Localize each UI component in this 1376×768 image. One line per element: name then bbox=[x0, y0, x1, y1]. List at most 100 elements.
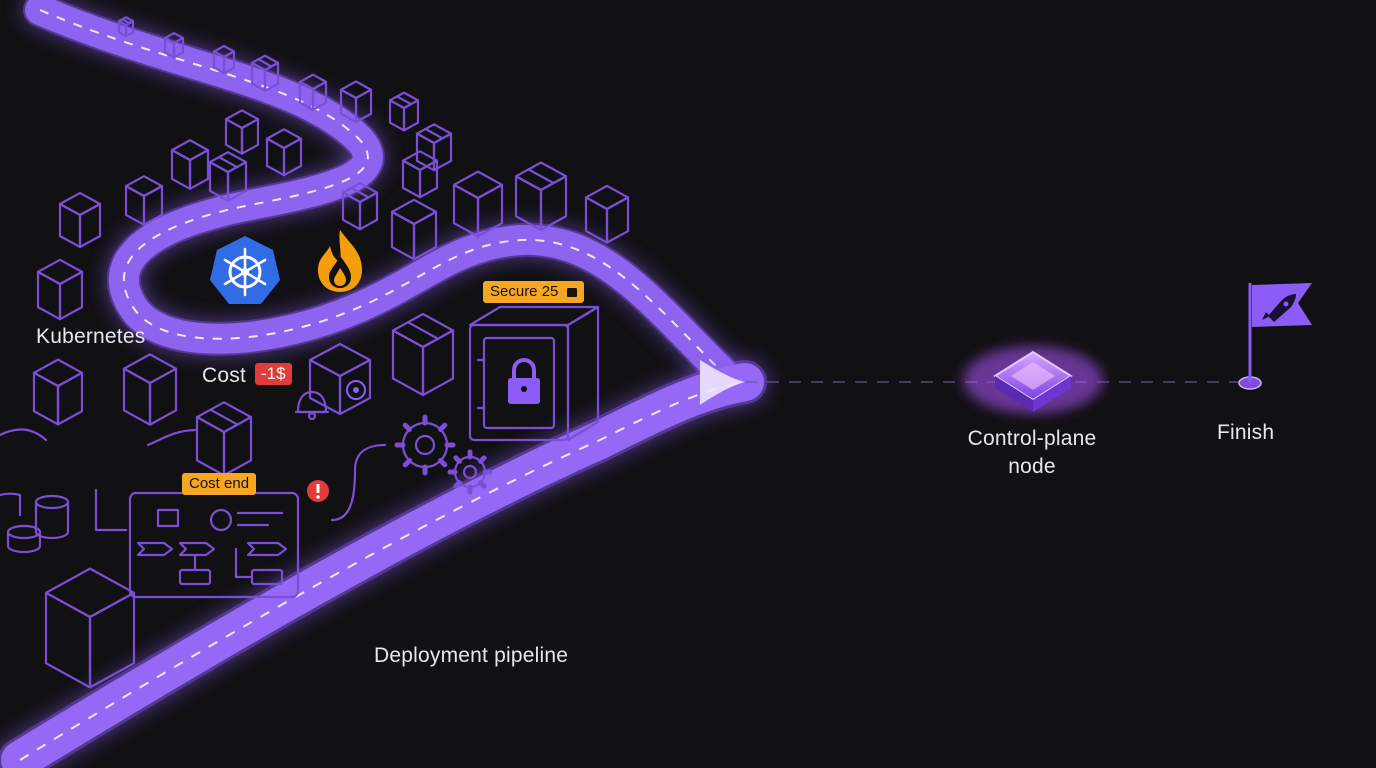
finish-flag-rocket-icon bbox=[1238, 283, 1312, 390]
cube-outline bbox=[36, 258, 84, 286]
cube-outline bbox=[418, 159, 439, 199]
cube-outline bbox=[172, 36, 185, 59]
cube-outline bbox=[412, 210, 438, 261]
cube-outline bbox=[224, 118, 244, 155]
gear-tooth bbox=[453, 480, 462, 489]
control-plane-label-line2: node bbox=[1008, 455, 1056, 478]
cube-outline bbox=[282, 137, 303, 177]
cube-tape bbox=[350, 186, 370, 199]
cost-delta-badge: -1$ bbox=[255, 363, 292, 385]
cube-outline bbox=[584, 196, 609, 244]
cube-outline bbox=[539, 175, 568, 232]
cube-outline bbox=[339, 80, 373, 100]
cube-outline bbox=[265, 128, 303, 150]
cube-outline bbox=[226, 161, 248, 202]
cube-outline bbox=[390, 198, 438, 226]
cube-outline bbox=[170, 149, 192, 190]
lock-icon bbox=[566, 288, 577, 297]
connectors bbox=[0, 428, 387, 532]
cube-outline bbox=[354, 88, 373, 124]
control-plane-label-line1: Control-plane bbox=[967, 427, 1097, 450]
cube-outline bbox=[44, 567, 136, 619]
cube-outline bbox=[32, 358, 84, 388]
cube-outline bbox=[58, 270, 84, 321]
cube-outline bbox=[122, 353, 178, 385]
database-icon bbox=[0, 492, 70, 554]
cube-outline bbox=[124, 20, 135, 38]
cube-outline bbox=[401, 159, 422, 199]
gear-tooth bbox=[402, 458, 412, 468]
cube-outline bbox=[401, 150, 439, 172]
cube-outline bbox=[195, 416, 226, 477]
cube-outline bbox=[358, 191, 379, 231]
cube-outline bbox=[514, 175, 543, 232]
cube-outline bbox=[476, 183, 504, 238]
gear-tooth bbox=[438, 422, 448, 432]
cube-outline bbox=[222, 50, 236, 75]
cube-tape bbox=[406, 321, 440, 340]
cube-outline bbox=[240, 118, 260, 155]
cube-outline bbox=[390, 210, 416, 261]
finish-label: Finish bbox=[1217, 421, 1275, 444]
control-plane-node-icon bbox=[963, 346, 1103, 414]
cost-trend-badge: Cost end bbox=[182, 473, 257, 495]
cube-outline bbox=[58, 191, 102, 217]
gear-tooth bbox=[478, 455, 487, 464]
cube-outline bbox=[311, 80, 328, 111]
outline-cubes bbox=[32, 16, 630, 689]
cube-outline bbox=[88, 591, 136, 689]
cube-outline bbox=[124, 185, 146, 226]
deployment-pipeline-label: Deployment pipeline bbox=[374, 644, 569, 667]
cube-outline bbox=[265, 137, 286, 177]
cube-outline bbox=[391, 329, 425, 397]
cube-outline bbox=[122, 367, 152, 426]
gear-tooth bbox=[478, 480, 487, 489]
cube-tape bbox=[395, 95, 413, 106]
secure-badge-text: Secure 25 bbox=[490, 283, 559, 300]
cube-outline bbox=[432, 132, 453, 172]
cube-outline bbox=[142, 185, 164, 226]
gears-icon bbox=[394, 414, 493, 495]
vault-lock-icon bbox=[468, 305, 600, 442]
gear-tooth bbox=[453, 455, 462, 464]
cube-tape bbox=[121, 18, 131, 25]
cube-outline bbox=[58, 202, 82, 249]
cube-tape bbox=[424, 127, 444, 140]
cube-outline bbox=[32, 371, 60, 426]
cube-outline bbox=[188, 149, 210, 190]
control-plane-label: Control-plane node bbox=[968, 425, 1097, 481]
warning-icon bbox=[307, 480, 329, 502]
cube-outline bbox=[170, 139, 210, 162]
cube-outline bbox=[78, 202, 102, 249]
kubernetes-label: Kubernetes bbox=[36, 325, 146, 348]
cube-outline bbox=[224, 109, 260, 130]
helm-cube-icon bbox=[308, 342, 372, 416]
cost-label: Cost bbox=[202, 364, 246, 387]
cube-outline bbox=[36, 270, 62, 321]
cube-outline bbox=[421, 329, 455, 397]
kubernetes-helm-icon bbox=[210, 236, 280, 304]
cube-outline bbox=[263, 61, 280, 92]
cube-outline bbox=[402, 99, 420, 132]
cube-outline bbox=[452, 170, 504, 200]
cube-outline bbox=[124, 175, 164, 198]
fire-icon bbox=[318, 230, 362, 292]
cube-tape bbox=[527, 168, 555, 185]
lower-road bbox=[0, 360, 767, 768]
cube-outline bbox=[44, 591, 92, 689]
gear-tooth bbox=[438, 458, 448, 468]
secure-badge: Secure 25 bbox=[483, 281, 584, 303]
workflow-panel bbox=[128, 491, 300, 599]
cube-outline bbox=[148, 367, 178, 426]
upper-road bbox=[23, 0, 737, 387]
gear-tooth bbox=[402, 422, 412, 432]
cube-outline bbox=[56, 371, 84, 426]
cube-tape bbox=[209, 408, 239, 426]
cube-tape bbox=[217, 156, 239, 169]
cube-outline bbox=[388, 99, 406, 132]
cube-tape bbox=[257, 58, 273, 68]
cube-outline bbox=[584, 184, 630, 211]
cube-outline bbox=[452, 183, 480, 238]
cube-outline bbox=[605, 196, 630, 244]
